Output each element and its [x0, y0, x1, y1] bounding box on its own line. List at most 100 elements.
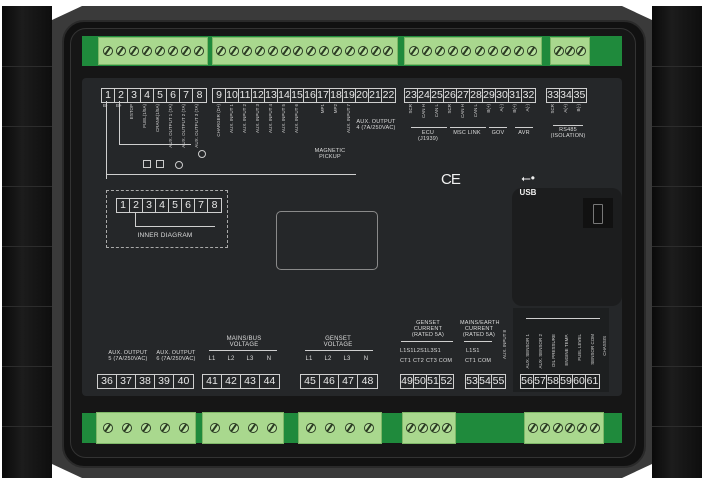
terminal-number: 56: [521, 375, 534, 388]
terminal-number: 36: [98, 375, 117, 388]
phase-label: L1: [208, 356, 216, 362]
terminal-number: 3: [128, 89, 141, 102]
msc-bracket: [450, 127, 486, 128]
label-mp2: MP2: [333, 104, 338, 114]
label-avr-a: A(-): [525, 104, 530, 112]
terminal-block-9-22[interactable]: [212, 37, 398, 65]
label-aux-sensor-2: AUX. SENSOR 2: [538, 334, 543, 369]
inner-diagram-terminals: 1 2 3 4 5 6 7 8: [116, 198, 222, 213]
label-aux-output-5: AUX. OUTPUT 5 (7A/250VAC): [108, 350, 148, 362]
label-msc-link: MSC LINK: [453, 130, 481, 136]
terminal-number: 57: [534, 375, 547, 388]
terminal-number: 42: [222, 375, 241, 388]
label-crank: CRANK(1/5A): [155, 104, 160, 133]
terminal-number: 32: [522, 89, 535, 101]
terminal-block-1-8[interactable]: [98, 37, 208, 65]
terminal-number: 44: [263, 375, 276, 387]
ct-label: CT2: [413, 358, 424, 364]
avr-bracket: [515, 127, 533, 128]
label-magnetic-pickup: MAGNETIC PICKUP: [314, 148, 346, 160]
mains-bracket: [209, 350, 277, 351]
terminal-number: 30: [496, 89, 509, 102]
terminal-block-56-61[interactable]: [524, 412, 604, 444]
terminal-block-33-35[interactable]: [550, 37, 590, 65]
label-aux-sensor-1: AUX. SENSOR 1: [525, 334, 530, 369]
ecu-bracket: [411, 127, 447, 128]
genset-bracket: [305, 350, 373, 351]
terminal-number: 6: [182, 199, 195, 212]
ground-bus: [216, 174, 356, 175]
label-aux-input-2: AUX. INPUT 2: [242, 104, 247, 133]
terminal-number: 11: [239, 89, 252, 102]
label-aux-output-2: AUX. OUTPUT 2 (7A): [181, 104, 186, 148]
terminal-number: 31: [509, 89, 522, 102]
inner-wire: [135, 226, 215, 227]
terminal-number: 59: [560, 375, 573, 388]
terminal-number: 58: [547, 375, 560, 388]
wire: [119, 144, 191, 145]
terminal-block-41-44[interactable]: [202, 412, 284, 444]
label-scr: SCR: [550, 104, 555, 114]
phase-label: N: [363, 356, 369, 362]
terminal-number: 10: [226, 89, 239, 102]
ct-label: COM: [438, 358, 453, 364]
label-aux-input-7: AUX. INPUT 7: [346, 104, 351, 133]
label-b-minus: B-: [103, 103, 108, 108]
terminal-block-49-52[interactable]: [402, 412, 456, 444]
ct-label: COM: [477, 358, 492, 364]
inner-diagram-frame: [106, 190, 228, 248]
label-gov: GOV: [491, 130, 505, 136]
label-engine-temp: ENGINE TEMP.: [564, 334, 569, 366]
right-heatsink-fins: [652, 6, 702, 478]
terminal-number: 61: [586, 375, 599, 387]
phase-label: N: [266, 356, 272, 362]
usb-label: USB: [519, 188, 537, 197]
terminal-block-36-40[interactable]: [96, 412, 196, 444]
phase-label: L2: [324, 356, 332, 362]
terminal-number: 55: [492, 375, 505, 387]
terminal-labels-56-61: 56 57 58 59 60 61: [520, 374, 600, 389]
terminal-number: 27: [457, 89, 470, 102]
label-aux-input-6: AUX. INPUT 6: [294, 104, 299, 133]
terminal-number: 6: [167, 89, 180, 102]
ct-label: CT1: [400, 358, 411, 364]
label-ecu: ECU (J1939): [417, 130, 439, 142]
output-indicator-icon: [198, 150, 206, 158]
terminal-number: 15: [291, 89, 304, 102]
terminal-labels-23-32: 23 24 25 26 27 28 29 30 31 32: [404, 88, 536, 103]
sensor-recess: [513, 308, 609, 392]
terminal-number: 41: [203, 375, 222, 388]
terminal-labels-9-22: 9 10 11 12 13 14 15 16 17 18 19 20 21 22: [212, 88, 396, 103]
terminal-number: 49: [401, 375, 414, 388]
phase-label: L1: [305, 356, 313, 362]
terminal-number: 28: [470, 89, 483, 102]
label-scr: SCR: [408, 104, 413, 114]
label-can-l: CAN L: [434, 104, 439, 118]
terminal-number: 13: [265, 89, 278, 102]
ground-bus: [106, 174, 302, 175]
terminal-number: 38: [136, 375, 155, 388]
label-genset-current: GENSET CURRENT (RATED 5A): [411, 320, 445, 338]
terminal-number: 35: [573, 89, 586, 101]
terminal-number: 21: [369, 89, 382, 102]
terminal-number: 33: [547, 89, 560, 102]
terminal-block-45-48[interactable]: [298, 412, 382, 444]
terminal-block-23-32[interactable]: [404, 37, 542, 65]
terminal-number: 9: [213, 89, 226, 102]
terminal-number: 46: [320, 375, 339, 388]
label-aux-output-6: AUX. OUTPUT 6 (7A/250VAC): [156, 350, 196, 362]
label-aux-output-1: AUX. OUTPUT 1 (7A): [168, 104, 173, 148]
label-aux-input-4: AUX. INPUT 4: [268, 104, 273, 133]
terminal-number: 25: [431, 89, 444, 102]
terminal-number: 53: [466, 375, 479, 388]
terminal-number: 19: [343, 89, 356, 102]
label-aux-output-4: AUX. OUTPUT 4 (7A/250VAC): [356, 119, 396, 131]
label-can-l: CAN L: [473, 104, 478, 118]
terminal-number: 29: [483, 89, 496, 102]
usb-port[interactable]: [583, 198, 613, 228]
terminal-number: 8: [211, 199, 218, 211]
label-charger: CHARGER (D+): [216, 104, 221, 137]
label-avr-b: B(+): [512, 104, 517, 113]
label-mains-earth-current: MAINS/EARTH CURRENT (RATED 5A): [460, 320, 500, 338]
terminal-number: 1: [117, 199, 130, 212]
